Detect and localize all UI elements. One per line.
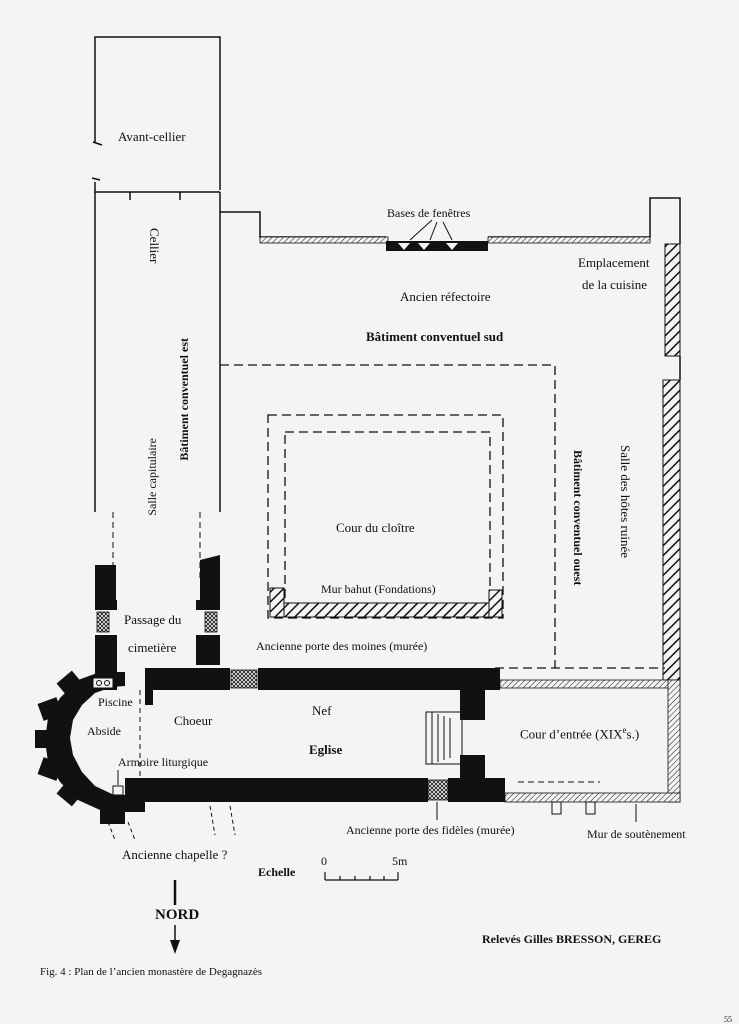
east-building-walls (91, 36, 221, 512)
piscine-symbol (92, 677, 114, 689)
passage-hatched-right (204, 611, 218, 633)
figure-caption: Fig. 4 : Plan de l’ancien monastère de D… (40, 966, 263, 978)
cloister-corner-left (269, 587, 285, 618)
apse-buttresses (35, 670, 125, 824)
label-mur-soutenement: Mur de soutènement (587, 827, 686, 841)
cloister-corner-right (488, 589, 503, 618)
label-abside: Abside (87, 724, 121, 738)
label-chapelle: Ancienne chapelle ? (122, 847, 228, 862)
west-wall-lower (662, 379, 681, 681)
scale-max: 5m (392, 854, 408, 868)
label-armoire: Armoire liturgique (118, 755, 209, 769)
label-cuisine-1: Emplacement (578, 255, 650, 270)
credit: Relevés Gilles BRESSON, GEREG (482, 932, 662, 946)
west-wall-upper (664, 243, 681, 357)
label-passage-2: cimetière (128, 640, 177, 655)
label-bases-fenetres: Bases de fenêtres (387, 206, 471, 220)
label-batiment-ouest: Bâtiment conventuel ouest (571, 450, 585, 586)
label-choeur: Choeur (174, 713, 213, 728)
scale-title: Echelle (258, 865, 296, 879)
apse (45, 672, 125, 812)
label-porte-moines: Ancienne porte des moines (murée) (256, 639, 428, 653)
label-eglise: Eglise (309, 742, 343, 757)
chapelle-dashes (107, 805, 236, 841)
label-batiment-est: Bâtiment conventuel est (177, 338, 191, 461)
porte-fideles (427, 779, 449, 801)
label-mur-bahut: Mur bahut (Fondations) (321, 582, 436, 596)
scale-zero: 0 (321, 854, 327, 868)
mur-bahut-wall (269, 602, 502, 618)
label-cuisine-2: de la cuisine (582, 277, 647, 292)
label-cour-entree-suffix: s.) (626, 726, 640, 742)
retaining-wall-stubs (551, 801, 596, 815)
window-bases-gaps (398, 243, 458, 250)
label-cour-entree-prefix: Cour d’entrée (XIX (520, 726, 623, 742)
label-piscine: Piscine (98, 695, 133, 709)
label-salle-capitulaire: Salle capitulaire (145, 438, 159, 516)
dashed-outlines (220, 364, 665, 669)
portal-steps (425, 711, 463, 765)
refectory-wall-right (487, 236, 651, 244)
armoire-symbol (112, 785, 124, 796)
north-label: NORD (155, 907, 200, 923)
scale-bar (324, 872, 399, 881)
entrance-court-south (504, 792, 681, 803)
refectory-wall-left (259, 236, 389, 244)
entrance-court-east (667, 679, 681, 803)
label-avant-cellier: Avant-cellier (118, 129, 186, 144)
window-arrows (409, 219, 453, 241)
label-porte-fideles: Ancienne porte des fidèles (murée) (346, 823, 515, 837)
label-cour-cloitre: Cour du cloître (336, 520, 415, 535)
entrance-court-north (499, 679, 681, 689)
window-bases (386, 241, 488, 251)
porte-moines (230, 669, 258, 689)
label-nef: Nef (312, 703, 332, 718)
north-arrow-icon (170, 880, 180, 954)
label-batiment-sud: Bâtiment conventuel sud (366, 329, 504, 344)
passage-hatched-left (96, 611, 110, 633)
label-cour-entree-sup: e (622, 725, 627, 735)
church-walls (125, 668, 505, 812)
label-cour-entree: Cour d’entrée (XIXes.) (520, 725, 640, 742)
label-passage-1: Passage du (124, 612, 182, 627)
label-ancien-refectoire: Ancien réfectoire (400, 289, 491, 304)
label-cellier: Cellier (147, 228, 162, 264)
east-building-dashes (112, 512, 201, 580)
label-salle-hotes: Salle des hôtes ruinée (618, 445, 633, 558)
page-number: 55 (724, 1015, 732, 1024)
